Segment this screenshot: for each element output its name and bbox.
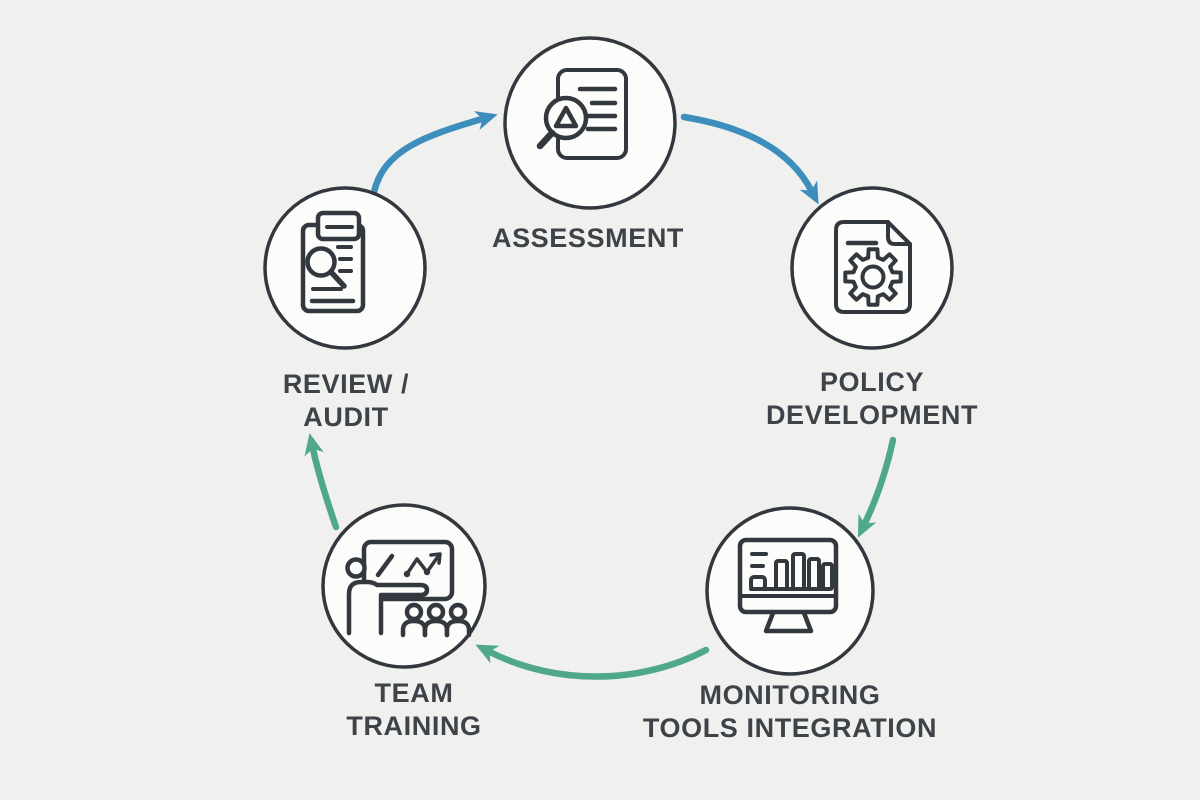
arrow-policy-development-to-monitoring (857, 436, 897, 538)
node-label-policy-development: POLICY DEVELOPMENT (765, 367, 979, 430)
node-policy-development (790, 186, 954, 350)
node-circle (503, 36, 677, 210)
document-search-icon (536, 68, 628, 160)
monitor-bar-chart-icon (737, 537, 839, 634)
arrow-assessment-to-policy-development (680, 113, 819, 205)
node-team-training (321, 503, 487, 669)
node-label-assessment: ASSESSMENT (491, 223, 685, 253)
clipboard-search-icon (300, 210, 366, 314)
arrow-review-audit-to-assessment (370, 111, 498, 196)
arrow-monitoring-to-team-training (475, 644, 710, 680)
arrow-team-training-to-review-audit (304, 433, 340, 531)
document-gear-icon (834, 220, 912, 314)
node-review-audit (263, 186, 427, 350)
node-label-monitoring-tools-integration: MONITORING TOOLS INTEGRATION (642, 680, 938, 743)
node-monitoring-tools-integration (705, 506, 875, 676)
presenter-audience-icon (345, 539, 472, 638)
node-label-team-training: TEAM TRAINING (346, 678, 482, 741)
node-label-review-audit: REVIEW / AUDIT (282, 369, 410, 432)
node-assessment (503, 36, 677, 210)
